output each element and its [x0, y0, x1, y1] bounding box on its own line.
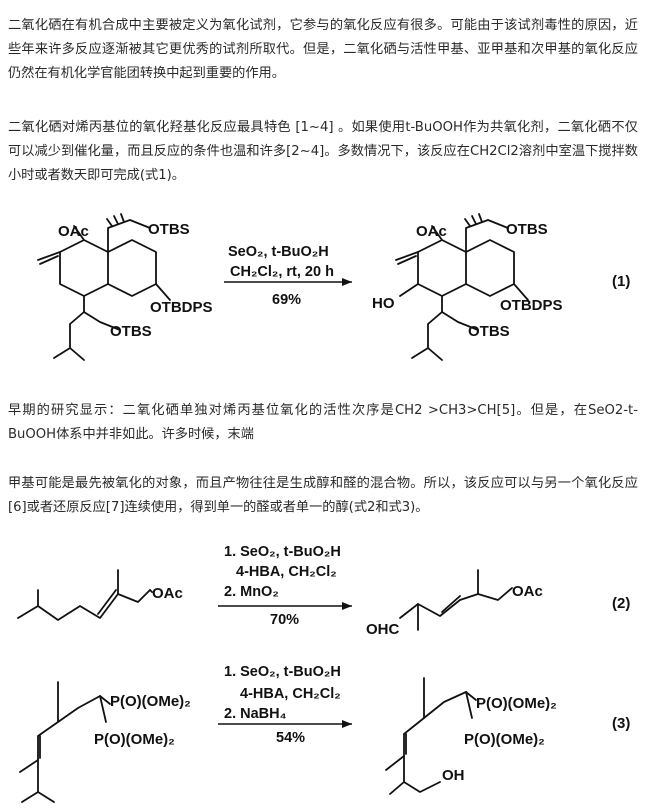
reactant-otbs-top-label: OTBS: [148, 221, 190, 238]
paragraph-intro: 二氧化硒在有机合成中主要被定义为氧化试剂，它参与的氧化反应有很多。可能由于该试剂…: [8, 18, 638, 81]
paragraph-allylic-oxidation: 二氧化硒对烯丙基位的氧化羟基化反应最具特色 [1~4] 。如果使用t-BuOOH…: [8, 120, 638, 183]
scheme3-yield: 54%: [276, 730, 305, 746]
reactant-otbs-bottom-label: OTBS: [110, 323, 152, 340]
scheme2-reactant-oac: OAc: [152, 585, 183, 602]
scheme3-reactant-group2: P(O)(OMe)₂: [94, 731, 175, 748]
scheme2-product-oac: OAc: [512, 583, 543, 600]
scheme2-step1: 1. SeO₂, t-BuO₂H: [224, 544, 341, 560]
scheme2-yield: 70%: [270, 612, 299, 628]
paragraph-reactivity-order: 早期的研究显示：二氧化硒单独对烯丙基位氧化的活性次序是CH2 >CH3>CH[5…: [8, 403, 638, 442]
scheme3-step1b: 4-HBA, CH₂Cl₂: [240, 686, 341, 702]
product-otbs-bottom-label: OTBS: [468, 323, 510, 340]
reactant-oac-label: OAc: [58, 223, 89, 240]
scheme2-product-ohc: OHC: [366, 621, 400, 638]
scheme2-step2: 2. MnO₂: [224, 584, 279, 600]
scheme-1: OAc OTBS OTBDPS OTBS SeO₂, t-BuO₂H CH₂Cl…: [37, 213, 630, 361]
product-oac-label: OAc: [416, 223, 447, 240]
equation-number-1: (1): [612, 273, 630, 290]
scheme3-product-group2: P(O)(OMe)₂: [464, 731, 545, 748]
product-ho-label: HO: [372, 295, 395, 312]
scheme3-step1: 1. SeO₂, t-BuO₂H: [224, 664, 341, 680]
scheme1-reagent: SeO₂, t-BuO₂H: [228, 244, 329, 260]
scheme1-conditions: CH₂Cl₂, rt, 20 h: [230, 264, 334, 280]
scheme3-step2: 2. NaBH₄: [224, 706, 287, 722]
equation-number-2: (2): [612, 595, 630, 612]
scheme3-product-group1: P(O)(OMe)₂: [476, 695, 557, 712]
product-otbdps-label: OTBDPS: [500, 297, 563, 314]
equation-number-3: (3): [612, 715, 630, 732]
scheme1-yield: 69%: [272, 292, 301, 308]
scheme-3: P(O)(OMe)₂ P(O)(OMe)₂ 1. SeO₂, t-BuO₂H 4…: [19, 664, 630, 803]
scheme3-product-oh: OH: [442, 767, 465, 784]
scheme-2: OAc 1. SeO₂, t-BuO₂H 4-HBA, CH₂Cl₂ 2. Mn…: [17, 544, 630, 638]
paragraph-sequential-use: 甲基可能是最先被氧化的对象，而且产物往往是生成醇和醛的混合物。所以，该反应可以与…: [8, 476, 638, 515]
product-otbs-top-label: OTBS: [506, 221, 548, 238]
scheme3-reactant-group1: P(O)(OMe)₂: [110, 693, 191, 710]
scheme2-step1b: 4-HBA, CH₂Cl₂: [236, 564, 337, 580]
reactant-otbdps-label: OTBDPS: [150, 299, 213, 316]
